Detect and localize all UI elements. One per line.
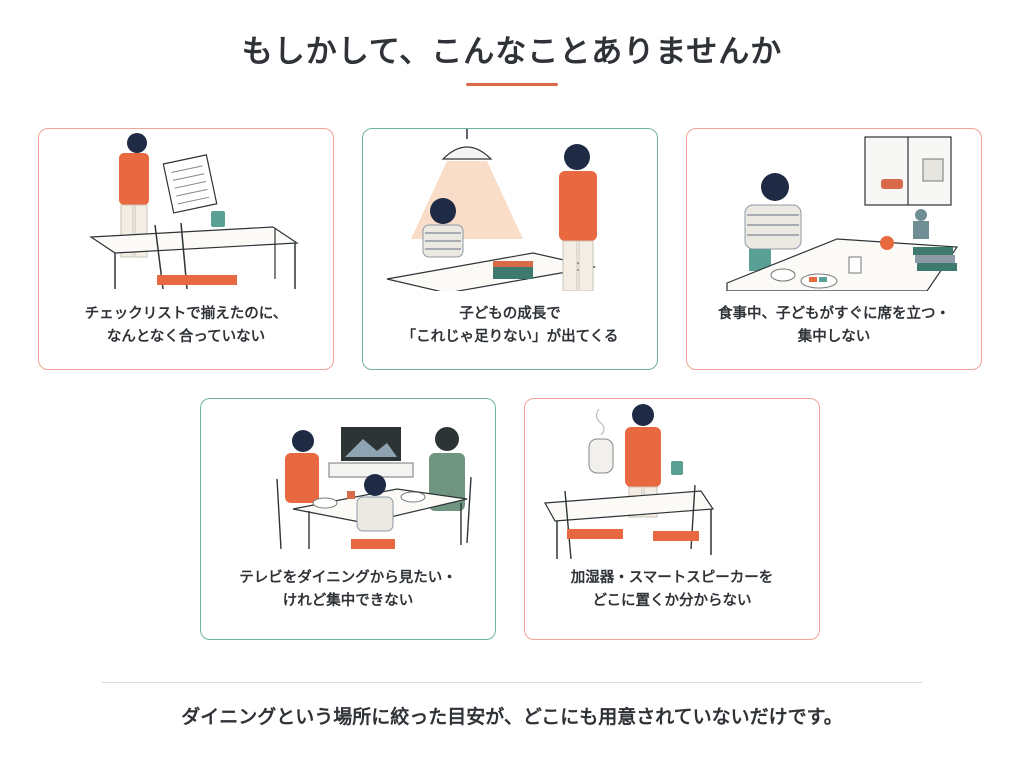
problem-card-focus: 食事中、子どもがすぐに席を立つ・ 集中しない bbox=[686, 128, 982, 370]
checklist-woman-illustration bbox=[89, 133, 299, 290]
problem-card-caption: 子どもの成長で 「これじゃ足りない」が出てくる bbox=[373, 303, 647, 349]
caption-line-2: 「これじゃ足りない」が出てくる bbox=[401, 329, 619, 345]
section-title: もしかして、こんなことありませんか bbox=[241, 34, 783, 70]
homework-child-illustration bbox=[386, 129, 597, 291]
problem-card-checklist: チェックリストで揃えたのに、 なんとなく合っていない bbox=[38, 128, 334, 370]
caption-line-2: どこに置くか分からない bbox=[592, 593, 752, 609]
problem-card-tv: テレビをダイニングから見たい・ けれど集中できない bbox=[200, 398, 496, 640]
problem-card-caption: テレビをダイニングから見たい・ けれど集中できない bbox=[211, 567, 485, 613]
family-tv-illustration bbox=[276, 427, 472, 550]
caption-line-2: 集中しない bbox=[797, 329, 871, 345]
caption-line-1: テレビをダイニングから見たい・ bbox=[239, 570, 457, 586]
humidifier-woman-illustration bbox=[544, 404, 715, 560]
restless-child-illustration bbox=[726, 136, 959, 291]
problem-card-growth: 子どもの成長で 「これじゃ足りない」が出てくる bbox=[362, 128, 658, 370]
title-underline bbox=[466, 83, 558, 86]
problem-card-caption: チェックリストで揃えたのに、 なんとなく合っていない bbox=[49, 303, 323, 349]
caption-line-1: 加湿器・スマートスピーカーを bbox=[570, 570, 774, 586]
problem-card-caption: 加湿器・スマートスピーカーを どこに置くか分からない bbox=[535, 567, 809, 613]
problem-card-devices: 加湿器・スマートスピーカーを どこに置くか分からない bbox=[524, 398, 820, 640]
problem-card-caption: 食事中、子どもがすぐに席を立つ・ 集中しない bbox=[697, 303, 971, 349]
caption-line-2: なんとなく合っていない bbox=[106, 329, 266, 345]
caption-line-2: けれど集中できない bbox=[282, 593, 414, 609]
footer-divider bbox=[102, 682, 922, 683]
caption-line-1: 食事中、子どもがすぐに席を立つ・ bbox=[718, 306, 950, 322]
caption-line-1: 子どもの成長で bbox=[459, 306, 561, 322]
summary-text: ダイニングという場所に絞った目安が、どこにも用意されていないだけです。 bbox=[181, 706, 843, 728]
caption-line-1: チェックリストで揃えたのに、 bbox=[84, 306, 288, 322]
